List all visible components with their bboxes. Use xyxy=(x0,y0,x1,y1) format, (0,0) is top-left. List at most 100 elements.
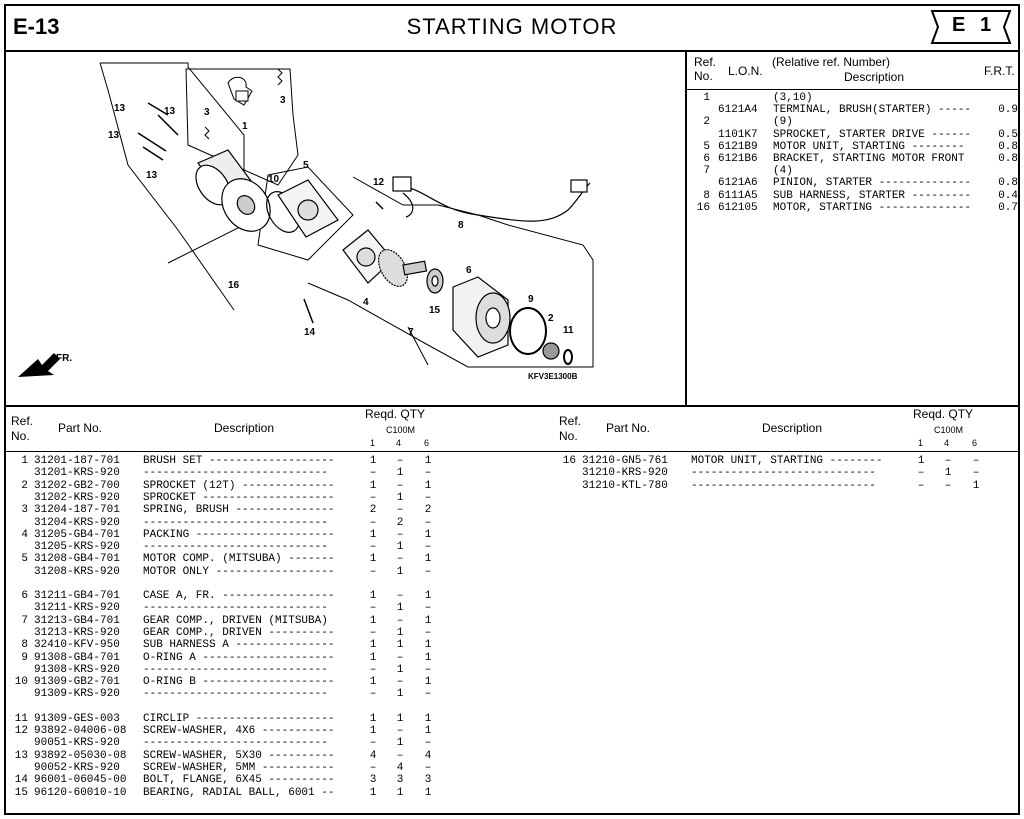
part-row-qty-4: 4 xyxy=(396,761,404,774)
ref-row-description: SPROCKET, STARTER DRIVE ------ xyxy=(773,128,972,141)
part-row-qty-6: 1 xyxy=(424,553,432,566)
parts-header-description-right: Description xyxy=(762,421,823,435)
part-row-qty-4: – xyxy=(944,455,952,467)
part-row-qty-4: 1 xyxy=(396,602,404,615)
part-row-number: 93892-05030-08 xyxy=(34,749,127,762)
part-row-number: 96120-60010-10 xyxy=(34,786,127,799)
callout: 1 xyxy=(242,121,248,132)
part-row-number: 31213-KRS-920 xyxy=(34,626,120,639)
part-row-qty-4: 1 xyxy=(396,491,404,504)
part-row-qty-6: – xyxy=(424,541,432,554)
ref-row-lon: 6121B6 xyxy=(718,153,758,165)
part-row-qty-1: 4 xyxy=(369,749,377,762)
part-row-description: MOTOR UNIT, STARTING -------- xyxy=(691,455,883,467)
part-row-qty-1: – xyxy=(369,516,377,529)
part-row-ref: 1 xyxy=(21,455,28,467)
part-row-qty-4: – xyxy=(944,479,952,492)
ref-header-no: No. xyxy=(694,69,713,83)
callout: 16 xyxy=(228,280,240,291)
front-label: FR. xyxy=(56,353,72,364)
part-row-qty-1: 3 xyxy=(369,774,377,787)
part-row-qty-4: 1 xyxy=(396,712,404,725)
figure-code: KFV3E1300B xyxy=(528,372,578,381)
part-row-qty-6: – xyxy=(424,491,432,504)
part-row-qty-4: 1 xyxy=(396,663,404,676)
part-row-number: 31211-KRS-920 xyxy=(34,602,120,615)
part-row-number: 31201-187-701 xyxy=(34,455,120,467)
parts-header-col1-right: 1 xyxy=(918,438,924,448)
part-row-description: SCREW-WASHER, 5X30 ---------- xyxy=(143,749,335,762)
ref-row-description: (9) xyxy=(773,116,793,129)
ref-table-header-rule xyxy=(686,89,1020,90)
part-row-description: ---------------------------- xyxy=(143,688,328,701)
page-title: STARTING MOTOR xyxy=(406,14,618,39)
ref-row-ref: 8 xyxy=(703,189,710,202)
parts-header-col2: 4 xyxy=(396,438,402,448)
parts-header-ref: Ref. xyxy=(11,414,34,428)
part-row-qty-6: 1 xyxy=(424,479,432,492)
part-row-qty-4: – xyxy=(396,614,404,627)
callout: 2 xyxy=(548,313,554,324)
part-row-ref: 9 xyxy=(21,651,28,664)
ref-row-lon: 1101K7 xyxy=(718,128,758,141)
part-row-number: 91308-GB4-701 xyxy=(34,651,120,664)
part-row-number: 31213-GB4-701 xyxy=(34,614,120,627)
parts-header-no-right: No. xyxy=(559,429,578,443)
callout: 7 xyxy=(408,327,414,338)
part-row-description: GEAR COMP., DRIVEN (MITSUBA) xyxy=(143,614,328,627)
part-row-qty-1: – xyxy=(917,479,925,492)
part-row-qty-4: 3 xyxy=(396,774,404,787)
part-row-description: SUB HARNESS A --------------- xyxy=(143,639,335,652)
part-row-qty-6: 1 xyxy=(972,479,980,492)
ref-row-ref: 5 xyxy=(703,140,710,153)
ref-row-frt: 0.8 xyxy=(998,153,1018,165)
ref-header-rel: (Relative ref. Number) xyxy=(772,55,891,69)
part-row-qty-6: – xyxy=(424,761,432,774)
part-row-description: ---------------------------- xyxy=(143,541,328,554)
part-row-qty-6: 1 xyxy=(424,725,432,737)
part-row-ref: 14 xyxy=(14,774,28,787)
parts-header-model-right: C100M xyxy=(934,425,964,435)
callout: 14 xyxy=(304,327,316,338)
part-row-ref: 12 xyxy=(14,725,28,737)
part-row-ref: 15 xyxy=(14,786,28,799)
part-row-ref: 11 xyxy=(14,712,28,725)
part-row-qty-6: – xyxy=(424,688,432,701)
callout: 10 xyxy=(268,174,280,185)
part-row-qty-1: – xyxy=(369,541,377,554)
ref-row-frt: 0.5 xyxy=(998,128,1018,141)
part-row-qty-1: – xyxy=(369,761,377,774)
ref-row-lon: 6121A4 xyxy=(718,104,758,117)
part-row-number: 93892-04006-08 xyxy=(34,725,127,737)
part-row-ref: 7 xyxy=(21,614,28,627)
callout: 3 xyxy=(204,107,210,118)
part-row-number: 31210-GN5-761 xyxy=(582,455,668,467)
part-row-qty-6: – xyxy=(972,455,980,467)
ref-row-frt: 0.7 xyxy=(998,201,1018,214)
part-row-qty-1: 1 xyxy=(369,651,377,664)
part-row-description: BOLT, FLANGE, 6X45 ---------- xyxy=(143,774,335,787)
part-row-qty-6: – xyxy=(424,602,432,615)
part-row-qty-4: – xyxy=(396,676,404,689)
part-row-qty-4: – xyxy=(396,553,404,566)
section-letter: E xyxy=(952,14,966,36)
ref-row-lon: 6121B9 xyxy=(718,140,758,153)
page-code: E-13 xyxy=(13,14,60,39)
ref-row-ref: 6 xyxy=(703,153,710,165)
part-row-qty-6: 1 xyxy=(424,528,432,541)
ref-row-ref: 2 xyxy=(703,116,710,129)
diagram-divider xyxy=(685,50,687,406)
part-row-ref: 3 xyxy=(21,504,28,517)
part-row-ref: 4 xyxy=(21,528,28,541)
section-number: 1 xyxy=(980,14,992,36)
part-row-description: SCREW-WASHER, 5MM ----------- xyxy=(143,761,335,774)
ref-row-frt: 0.8 xyxy=(998,140,1018,153)
part-row-number: 90051-KRS-920 xyxy=(34,737,120,750)
part-row-qty-1: – xyxy=(369,663,377,676)
part-row-ref: 5 xyxy=(21,553,28,566)
parts-header-part-no: Part No. xyxy=(58,421,103,435)
part-row-qty-4: – xyxy=(396,479,404,492)
page-frame xyxy=(4,4,1020,815)
parts-header-reqd-qty: Reqd. QTY xyxy=(365,407,426,421)
ref-header-description: Description xyxy=(844,70,905,84)
